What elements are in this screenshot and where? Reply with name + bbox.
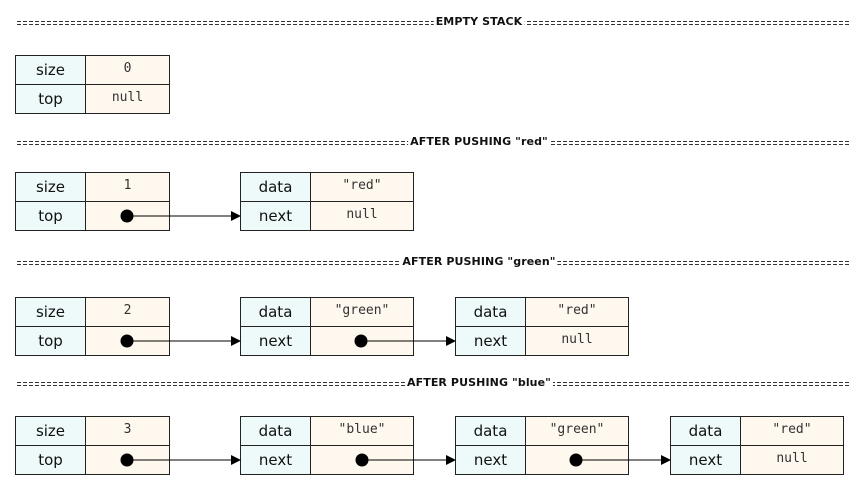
next-label: next [241, 202, 311, 230]
top-value: null [86, 85, 169, 113]
node-box-s3-green: data"green" next [455, 416, 629, 475]
next-value: null [526, 327, 628, 355]
next-label: next [241, 446, 311, 474]
separator-line [17, 21, 849, 25]
top-pointer-cell [86, 202, 169, 230]
top-label: top [16, 85, 86, 113]
section-title: AFTER PUSHING "red" [408, 135, 550, 148]
size-label: size [16, 417, 86, 445]
top-pointer-cell [86, 327, 169, 355]
size-value: 3 [86, 417, 169, 445]
top-label: top [16, 446, 86, 474]
section-separator-green: AFTER PUSHING "green" [17, 255, 849, 270]
data-value: "red" [526, 298, 628, 326]
data-value: "red" [311, 173, 413, 201]
top-label: top [16, 202, 86, 230]
data-label: data [456, 298, 526, 326]
section-title: AFTER PUSHING "green" [400, 255, 558, 268]
node-box-s3-blue: data"blue" next [240, 416, 414, 475]
next-label: next [671, 446, 741, 474]
size-value: 0 [86, 56, 169, 84]
node-box-s2-green: data"green" next [240, 297, 414, 356]
size-value: 2 [86, 298, 169, 326]
data-label: data [241, 173, 311, 201]
next-pointer-cell [311, 446, 413, 474]
next-label: next [241, 327, 311, 355]
data-value: "green" [526, 417, 628, 445]
next-label: next [456, 446, 526, 474]
next-pointer-cell [311, 327, 413, 355]
top-label: top [16, 327, 86, 355]
data-value: "blue" [311, 417, 413, 445]
next-label: next [456, 327, 526, 355]
size-value: 1 [86, 173, 169, 201]
next-pointer-cell [526, 446, 628, 474]
size-label: size [16, 173, 86, 201]
section-separator-red: AFTER PUSHING "red" [17, 135, 849, 150]
section-title: EMPTY STACK [433, 15, 525, 28]
data-label: data [671, 417, 741, 445]
data-label: data [241, 298, 311, 326]
next-value: null [311, 202, 413, 230]
data-label: data [456, 417, 526, 445]
data-value: "green" [311, 298, 413, 326]
size-label: size [16, 56, 86, 84]
size-label: size [16, 298, 86, 326]
section-separator-empty: EMPTY STACK [17, 15, 849, 30]
top-pointer-cell [86, 446, 169, 474]
data-value: "red" [741, 417, 843, 445]
section-separator-blue: AFTER PUSHING "blue" [17, 376, 849, 391]
data-label: data [241, 417, 311, 445]
section-title: AFTER PUSHING "blue" [404, 376, 554, 389]
next-value: null [741, 446, 843, 474]
